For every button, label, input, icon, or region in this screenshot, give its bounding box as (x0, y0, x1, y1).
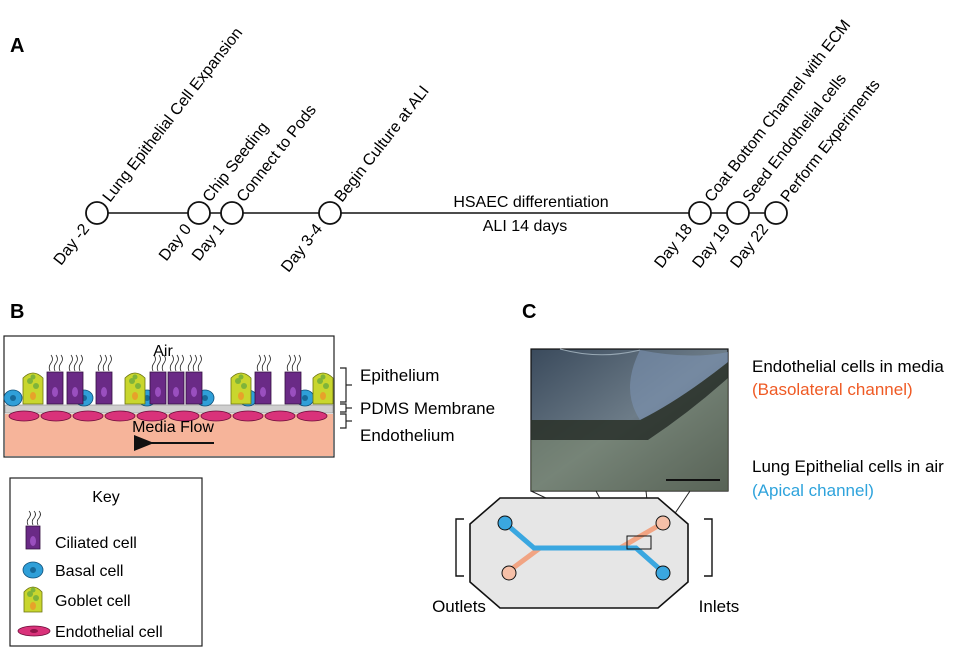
key-item-endothelial: Endothelial cell (55, 624, 163, 641)
basal-cell-icon (22, 561, 44, 579)
apical-label: (Apical channel) (752, 481, 874, 500)
epithelial-air-label: Lung Epithelial cells in air (752, 457, 944, 476)
layer-label-epithelium: Epithelium (360, 366, 439, 385)
inlets-label: Inlets (699, 597, 740, 616)
cross-section: Air Media Flow Epithelium PDMS Membrane … (3, 335, 495, 458)
phase-label: HSAEC differentiation (453, 194, 608, 211)
event-label: Begin Culture at ALI (332, 83, 433, 206)
micrograph (530, 348, 729, 492)
ciliated-cell-icon (25, 510, 41, 550)
timeline-node (318, 201, 342, 225)
apical-channel (502, 520, 666, 575)
timeline-node (220, 201, 244, 225)
chip-body (469, 497, 689, 609)
goblet-cell-icon (23, 586, 43, 613)
key-item-goblet: Goblet cell (55, 593, 131, 610)
inlet-bracket (704, 518, 713, 577)
basolateral-label: (Basolateral channel) (752, 380, 913, 399)
media-flow-label: Media Flow (132, 419, 214, 436)
air-label: Air (153, 343, 173, 360)
phase-duration: ALI 14 days (483, 218, 568, 235)
panel-label-b: B (10, 301, 24, 323)
timeline: Lung Epithelial Cell Expansion Chip Seed… (51, 17, 884, 276)
chip-panel: Outlets Inlets Endothelial cells in medi… (432, 348, 944, 616)
day-label: Day 18 (652, 221, 697, 271)
outlet-bracket (455, 518, 464, 577)
layer-brackets (340, 367, 352, 429)
endothelial-media-label: Endothelial cells in media (752, 357, 944, 376)
pdms-membrane (4, 404, 334, 414)
key-frame (9, 477, 203, 647)
layer-label-membrane: PDMS Membrane (360, 399, 495, 418)
day-label: Day -2 (51, 221, 93, 269)
endothelial-cell-icon (17, 625, 51, 637)
timeline-node (187, 201, 211, 225)
day-label: Day 3-4 (278, 221, 326, 276)
day-label: Day 1 (189, 221, 228, 264)
key: Key Ciliated cell Basal cell Goblet cell… (9, 477, 203, 647)
timeline-node (726, 201, 750, 225)
day-label: Day 19 (690, 221, 735, 271)
panel-label-c: C (522, 301, 536, 323)
timeline-node (85, 201, 109, 225)
timeline-node (764, 201, 788, 225)
key-item-ciliated: Ciliated cell (55, 535, 137, 552)
timeline-node (688, 201, 712, 225)
epithelial-layer (3, 354, 334, 407)
endothelial-cells (8, 410, 328, 422)
day-label: Day 22 (728, 221, 773, 271)
layer-label-endothelium: Endothelium (360, 426, 455, 445)
day-label: Day 0 (156, 221, 195, 264)
key-item-basal: Basal cell (55, 563, 123, 580)
key-title: Key (92, 489, 120, 506)
ports (497, 515, 671, 581)
zoom-box (626, 535, 652, 550)
panel-label-a: A (10, 35, 24, 57)
outlets-label: Outlets (432, 597, 486, 616)
event-label: Coat Bottom Channel with ECM (702, 17, 854, 205)
